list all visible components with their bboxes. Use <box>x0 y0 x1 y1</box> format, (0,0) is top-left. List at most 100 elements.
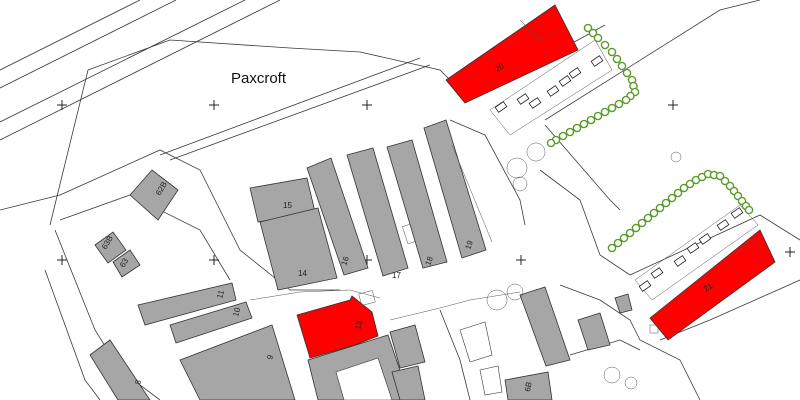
car-icon <box>558 75 572 87</box>
grid-cross-icon <box>668 100 678 110</box>
tree-icon <box>565 127 575 137</box>
tree-icon <box>622 68 632 78</box>
tree-icon <box>617 61 627 71</box>
grid-cross-icon <box>516 255 526 265</box>
tree-rows <box>546 23 754 253</box>
tree-icon <box>600 40 610 50</box>
building-east-block <box>519 286 571 367</box>
car-park-north <box>489 39 613 136</box>
grid-cross-icon <box>209 100 219 110</box>
building-12-south <box>391 365 426 400</box>
tree-icon <box>546 138 556 148</box>
tree-icon <box>612 54 622 64</box>
building-label: 13 <box>353 319 364 330</box>
tree-icon <box>613 238 623 248</box>
tree-icon <box>625 228 635 238</box>
building-12-annex <box>389 324 426 369</box>
building-21 <box>649 229 776 341</box>
tree-icon <box>715 171 725 181</box>
tree-icon <box>685 179 695 189</box>
tree-icon <box>621 95 631 105</box>
roundabout-icon <box>624 376 638 390</box>
tree-icon <box>607 243 617 253</box>
car-icon <box>673 255 687 267</box>
tree-icon <box>588 28 598 38</box>
tree-icon <box>583 23 593 33</box>
tree-icon <box>637 218 647 228</box>
car-icon <box>730 207 744 219</box>
building-63b <box>94 231 127 264</box>
building-outline <box>479 365 503 396</box>
car-icon <box>638 280 652 292</box>
tree-icon <box>631 223 641 233</box>
building-label: 11 <box>215 289 226 300</box>
tree-icon <box>673 188 683 198</box>
building-9 <box>179 324 296 400</box>
car-icon <box>494 101 508 113</box>
car-icon <box>716 219 730 231</box>
building-label: 8 <box>133 378 143 385</box>
car-park-east <box>634 204 759 301</box>
building-outline <box>459 321 493 363</box>
grid-cross-icon <box>785 247 795 257</box>
tree-icon <box>607 47 617 57</box>
car-icon <box>590 55 604 67</box>
railway-lines <box>0 0 281 141</box>
grid-cross-icon <box>57 100 67 110</box>
building-11 <box>137 282 237 326</box>
building-16 <box>306 157 369 276</box>
tree-icon <box>579 119 589 129</box>
tree-icon <box>586 115 596 125</box>
tree-icon <box>593 111 603 121</box>
building-17 <box>346 147 409 277</box>
tree-icon <box>649 208 659 218</box>
car-icon <box>686 242 700 254</box>
building-10 <box>169 301 253 344</box>
roundabout-icon <box>603 366 621 384</box>
tree-icon <box>679 183 689 193</box>
grid-crosses <box>57 100 795 265</box>
building-63 <box>112 249 141 278</box>
building-label: 10 <box>231 306 242 317</box>
building-19 <box>423 119 487 259</box>
car-icon <box>650 267 664 279</box>
tree-icon <box>600 107 610 117</box>
tree-icon <box>643 213 653 223</box>
car-icon <box>516 93 530 105</box>
building-label: 17 <box>392 271 401 280</box>
building-13 <box>296 295 379 359</box>
roundabout-icon <box>506 283 524 301</box>
tree-icon <box>558 131 568 141</box>
tree-icon <box>607 103 617 113</box>
building-small-east <box>577 312 611 351</box>
tree-icon <box>593 33 603 43</box>
car-icon <box>528 97 542 109</box>
grid-cross-icon <box>362 100 372 110</box>
tree-icon <box>720 176 730 186</box>
building-kiosk <box>614 293 633 314</box>
building-label: 19 <box>463 239 475 251</box>
car-icon <box>568 67 582 79</box>
building-label: 9 <box>265 353 275 360</box>
tree-icon <box>655 203 665 213</box>
car-icon <box>546 85 560 97</box>
building-label: 16 <box>339 255 351 267</box>
tree-icon <box>572 123 582 133</box>
building-label: 15 <box>283 201 292 210</box>
building-18 <box>386 139 448 269</box>
roundabout-icon <box>506 157 528 179</box>
building-label: 14 <box>298 269 307 278</box>
tree-icon <box>619 233 629 243</box>
place-name: Paxcroft <box>231 70 287 87</box>
roundabout-icon <box>486 289 508 311</box>
tree-icon <box>614 99 624 109</box>
tree-icon <box>667 193 677 203</box>
building-20 <box>445 4 579 104</box>
building-label: 18 <box>423 255 435 267</box>
highlighted-buildings: 13 20 21 <box>296 4 776 359</box>
tree-icon <box>744 205 754 215</box>
car-icon <box>698 233 712 245</box>
building-14 <box>259 207 338 291</box>
